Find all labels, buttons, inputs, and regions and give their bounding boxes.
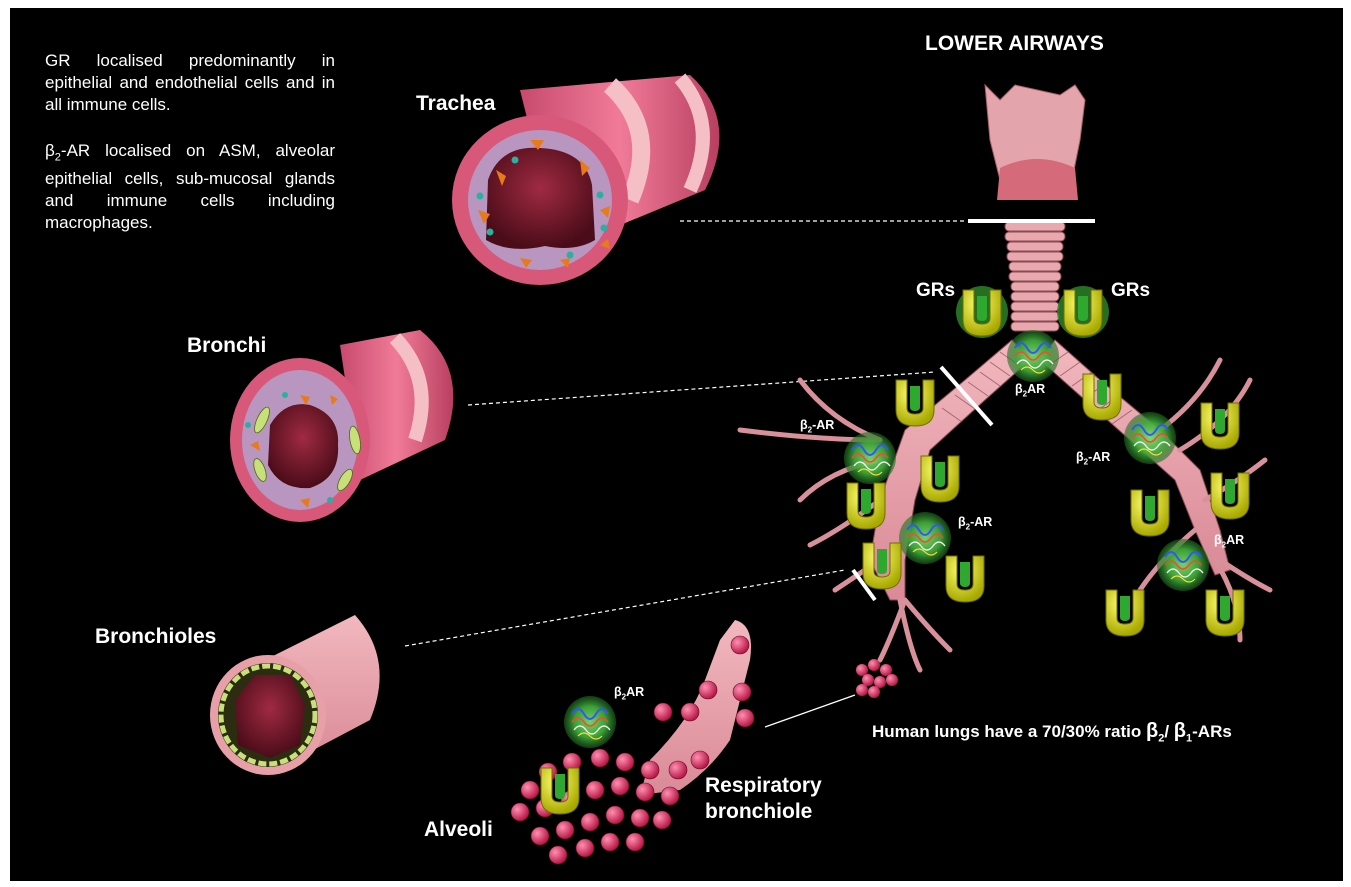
ratio-statement: Human lungs have a 70/30% ratio β2/ β1-A… [872, 720, 1232, 744]
b2ar-localisation-note: β2-AR localised on ASM, alveolar epithel… [45, 140, 335, 234]
gr-localisation-note: GR localised predominantly in epithelial… [45, 50, 335, 116]
ratio-text: Human lungs have a 70/30% ratio [872, 722, 1146, 741]
grs-label-left: GRs [916, 280, 955, 302]
respiratory-bronchiole-label: Respiratory bronchiole [705, 773, 855, 825]
beta-symbol: β [800, 418, 808, 432]
b2ar-note-text: -AR localised on ASM, alveolar epithelia… [45, 141, 335, 232]
beta-symbol: β [1015, 382, 1023, 396]
trachea-rings [1005, 222, 1065, 331]
b2ar-label-right-lower: β2AR [1214, 533, 1244, 550]
ratio-suffix: -ARs [1192, 722, 1232, 741]
beta-symbol: β [958, 515, 966, 529]
bronchi-label: Bronchi [187, 334, 266, 358]
ar-suffix: -AR [812, 418, 834, 432]
ratio-slash: / [1164, 722, 1173, 741]
grs-label-right: GRs [1111, 280, 1150, 302]
trachea-label: Trachea [416, 92, 495, 116]
alveoli-cluster [511, 620, 898, 864]
ar-suffix: AR [1226, 533, 1244, 547]
b2ar-beta-symbol: β [45, 141, 55, 160]
alveoli-label: Alveoli [424, 818, 493, 842]
bronchioles-section [210, 615, 380, 775]
beta-symbol: β [614, 685, 622, 699]
beta-symbol: β [1174, 720, 1186, 742]
b2ar-label-trachea: β2AR [1015, 382, 1045, 399]
bronchioles-label: Bronchioles [95, 625, 216, 649]
b2ar-label-left-upper: β2-AR [800, 418, 834, 435]
beta-symbol: β [1076, 450, 1084, 464]
ar-suffix: -AR [1088, 450, 1110, 464]
b2ar-label-alveoli: β2AR [614, 685, 644, 702]
b2ar-label-left-lower: β2-AR [958, 515, 992, 532]
ar-suffix: -AR [970, 515, 992, 529]
figure-title: LOWER AIRWAYS [925, 32, 1104, 56]
b2ar-label-right-upper: β2-AR [1076, 450, 1110, 467]
beta-symbol: β [1146, 720, 1158, 742]
beta-symbol: β [1214, 533, 1222, 547]
bronchi-section [230, 330, 453, 522]
ar-suffix: AR [1027, 382, 1045, 396]
ar-suffix: AR [626, 685, 644, 699]
